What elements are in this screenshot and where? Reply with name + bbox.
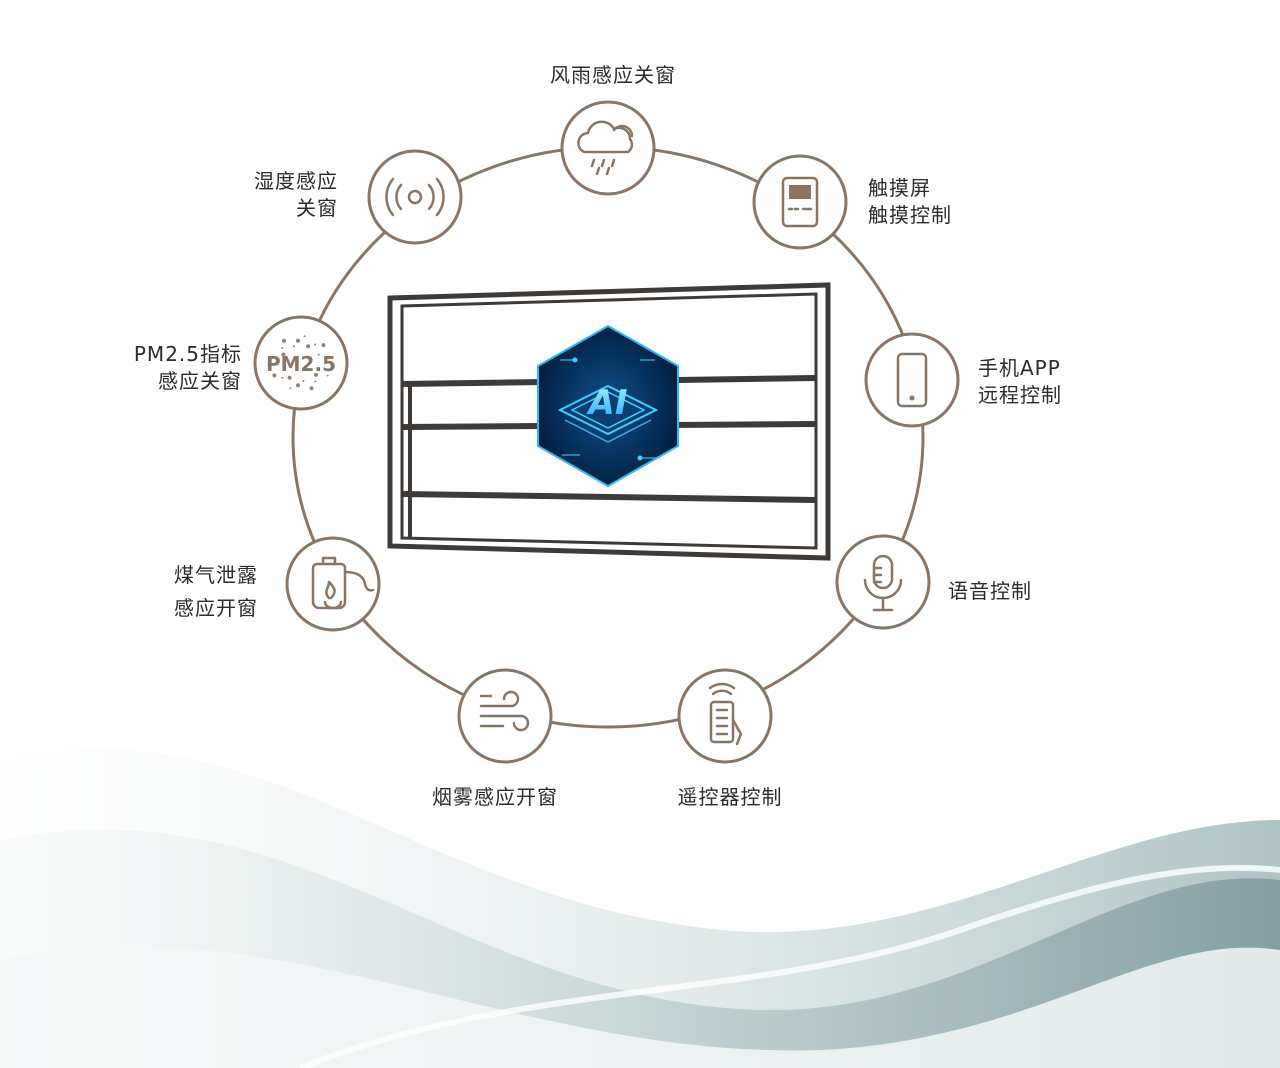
feature-node-circle <box>864 332 960 428</box>
label-line: 感应关窗 <box>158 369 242 393</box>
pm25-icon-text: PM2.5 <box>266 352 336 376</box>
feature-node-circle <box>560 100 656 196</box>
pm25-icon: PM2.5 <box>266 335 336 391</box>
label-line: 触摸控制 <box>868 203 952 227</box>
wind-smoke-icon <box>479 690 530 732</box>
label-line: 关窗 <box>296 196 338 220</box>
label-gas: 煤气泄露 感应开窗 <box>140 559 258 625</box>
label-line: 湿度感应 <box>254 169 338 193</box>
label-line: 远程控制 <box>978 383 1062 407</box>
label-voice: 语音控制 <box>948 578 1032 605</box>
feature-node-circle <box>285 536 381 632</box>
ai-chip-badge: AI <box>537 325 679 487</box>
label-touchscreen: 触摸屏 触摸控制 <box>868 175 952 229</box>
background-waves <box>0 748 1280 1068</box>
window-rail-3 <box>401 491 817 503</box>
wave-front <box>0 946 1280 1068</box>
feature-node-voice <box>835 534 931 630</box>
ai-chip-text: AI <box>586 383 628 423</box>
label-smoke: 烟雾感应开窗 <box>410 784 580 811</box>
feature-nodes: PM2.5 <box>253 100 960 764</box>
feature-node-wind-rain <box>560 100 656 196</box>
feature-node-pm25: PM2.5 <box>253 315 349 411</box>
touch-panel-icon <box>781 176 819 228</box>
feature-node-circle <box>835 534 931 630</box>
label-remote: 遥控器控制 <box>650 784 810 811</box>
feature-node-remote <box>677 668 773 764</box>
label-pm25: PM2.5指标 感应关窗 <box>100 341 242 395</box>
label-line: 风雨感应关窗 <box>550 63 676 87</box>
label-line: 烟雾感应开窗 <box>432 785 558 809</box>
wave-highlight <box>298 864 1280 1068</box>
label-line: 遥控器控制 <box>677 785 783 809</box>
ai-chip-icon <box>557 357 660 461</box>
label-line: PM2.5指标 <box>133 342 242 366</box>
label-line: 煤气泄露 <box>174 563 258 587</box>
feature-node-touchscreen <box>752 154 848 250</box>
label-line: 触摸屏 <box>868 176 931 200</box>
window-inner-frame <box>400 292 818 550</box>
label-humidity: 湿度感应 关窗 <box>220 168 338 222</box>
humidity-sensor-icon <box>385 177 445 217</box>
microphone-icon <box>863 554 903 612</box>
feature-node-circle <box>677 668 773 764</box>
remote-control-icon <box>708 682 743 746</box>
gas-cylinder-icon <box>311 556 375 610</box>
feature-node-humidity <box>367 149 463 245</box>
smartphone-icon <box>896 352 928 408</box>
label-line: 手机APP <box>978 356 1061 380</box>
window-outer-frame <box>387 282 831 561</box>
label-line: 感应开窗 <box>174 596 258 620</box>
label-line: 语音控制 <box>948 579 1032 603</box>
feature-node-mobile-app <box>864 332 960 428</box>
feature-node-smoke <box>457 668 553 764</box>
cloud-rain-icon <box>577 120 634 176</box>
feature-node-circle <box>752 154 848 250</box>
feature-node-gas <box>285 536 381 632</box>
feature-node-circle <box>367 149 463 245</box>
label-wind-rain: 风雨感应关窗 <box>528 62 698 89</box>
feature-node-circle <box>253 315 349 411</box>
label-mobile-app: 手机APP 远程控制 <box>978 355 1062 409</box>
